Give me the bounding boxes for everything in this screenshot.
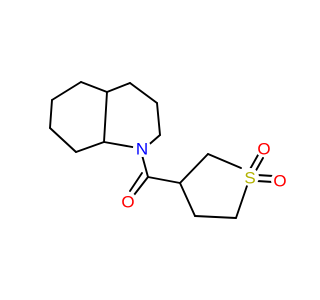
bond <box>103 91 108 143</box>
cyclohexane-ring <box>49 81 108 153</box>
carbonyl-group <box>129 154 181 196</box>
bond <box>194 215 237 219</box>
sulfolane-ring <box>179 153 250 219</box>
atom-S: S <box>241 168 259 188</box>
bond <box>179 182 196 217</box>
atom-O-sulfonyl-top: O <box>255 139 273 159</box>
atom-O-sulfonyl-right: O <box>271 171 289 191</box>
atom-O-carbonyl: O <box>119 192 137 212</box>
bond <box>103 141 139 149</box>
bond <box>147 176 181 184</box>
sulfur-label: S <box>244 169 255 188</box>
bond <box>141 154 149 178</box>
oxygen-label: O <box>257 140 270 159</box>
bond <box>75 141 105 153</box>
molecule-structure: N O S O O <box>49 81 289 219</box>
bond <box>129 82 158 104</box>
bond <box>106 82 131 93</box>
bond <box>256 174 274 177</box>
bond <box>51 81 82 101</box>
bond <box>49 127 77 153</box>
bond <box>256 180 274 183</box>
bond <box>156 102 161 136</box>
oxygen-label: O <box>121 193 134 212</box>
bond <box>129 172 143 192</box>
bond <box>80 81 108 93</box>
bond <box>49 99 53 129</box>
oxygen-label: O <box>273 172 286 191</box>
nitrogen-label: N <box>136 140 148 159</box>
atom-N: N <box>133 139 151 159</box>
bond <box>179 153 209 184</box>
bond <box>235 179 250 219</box>
bond <box>133 176 149 196</box>
pyrrolidine-ring <box>103 82 161 149</box>
bond <box>207 153 242 169</box>
